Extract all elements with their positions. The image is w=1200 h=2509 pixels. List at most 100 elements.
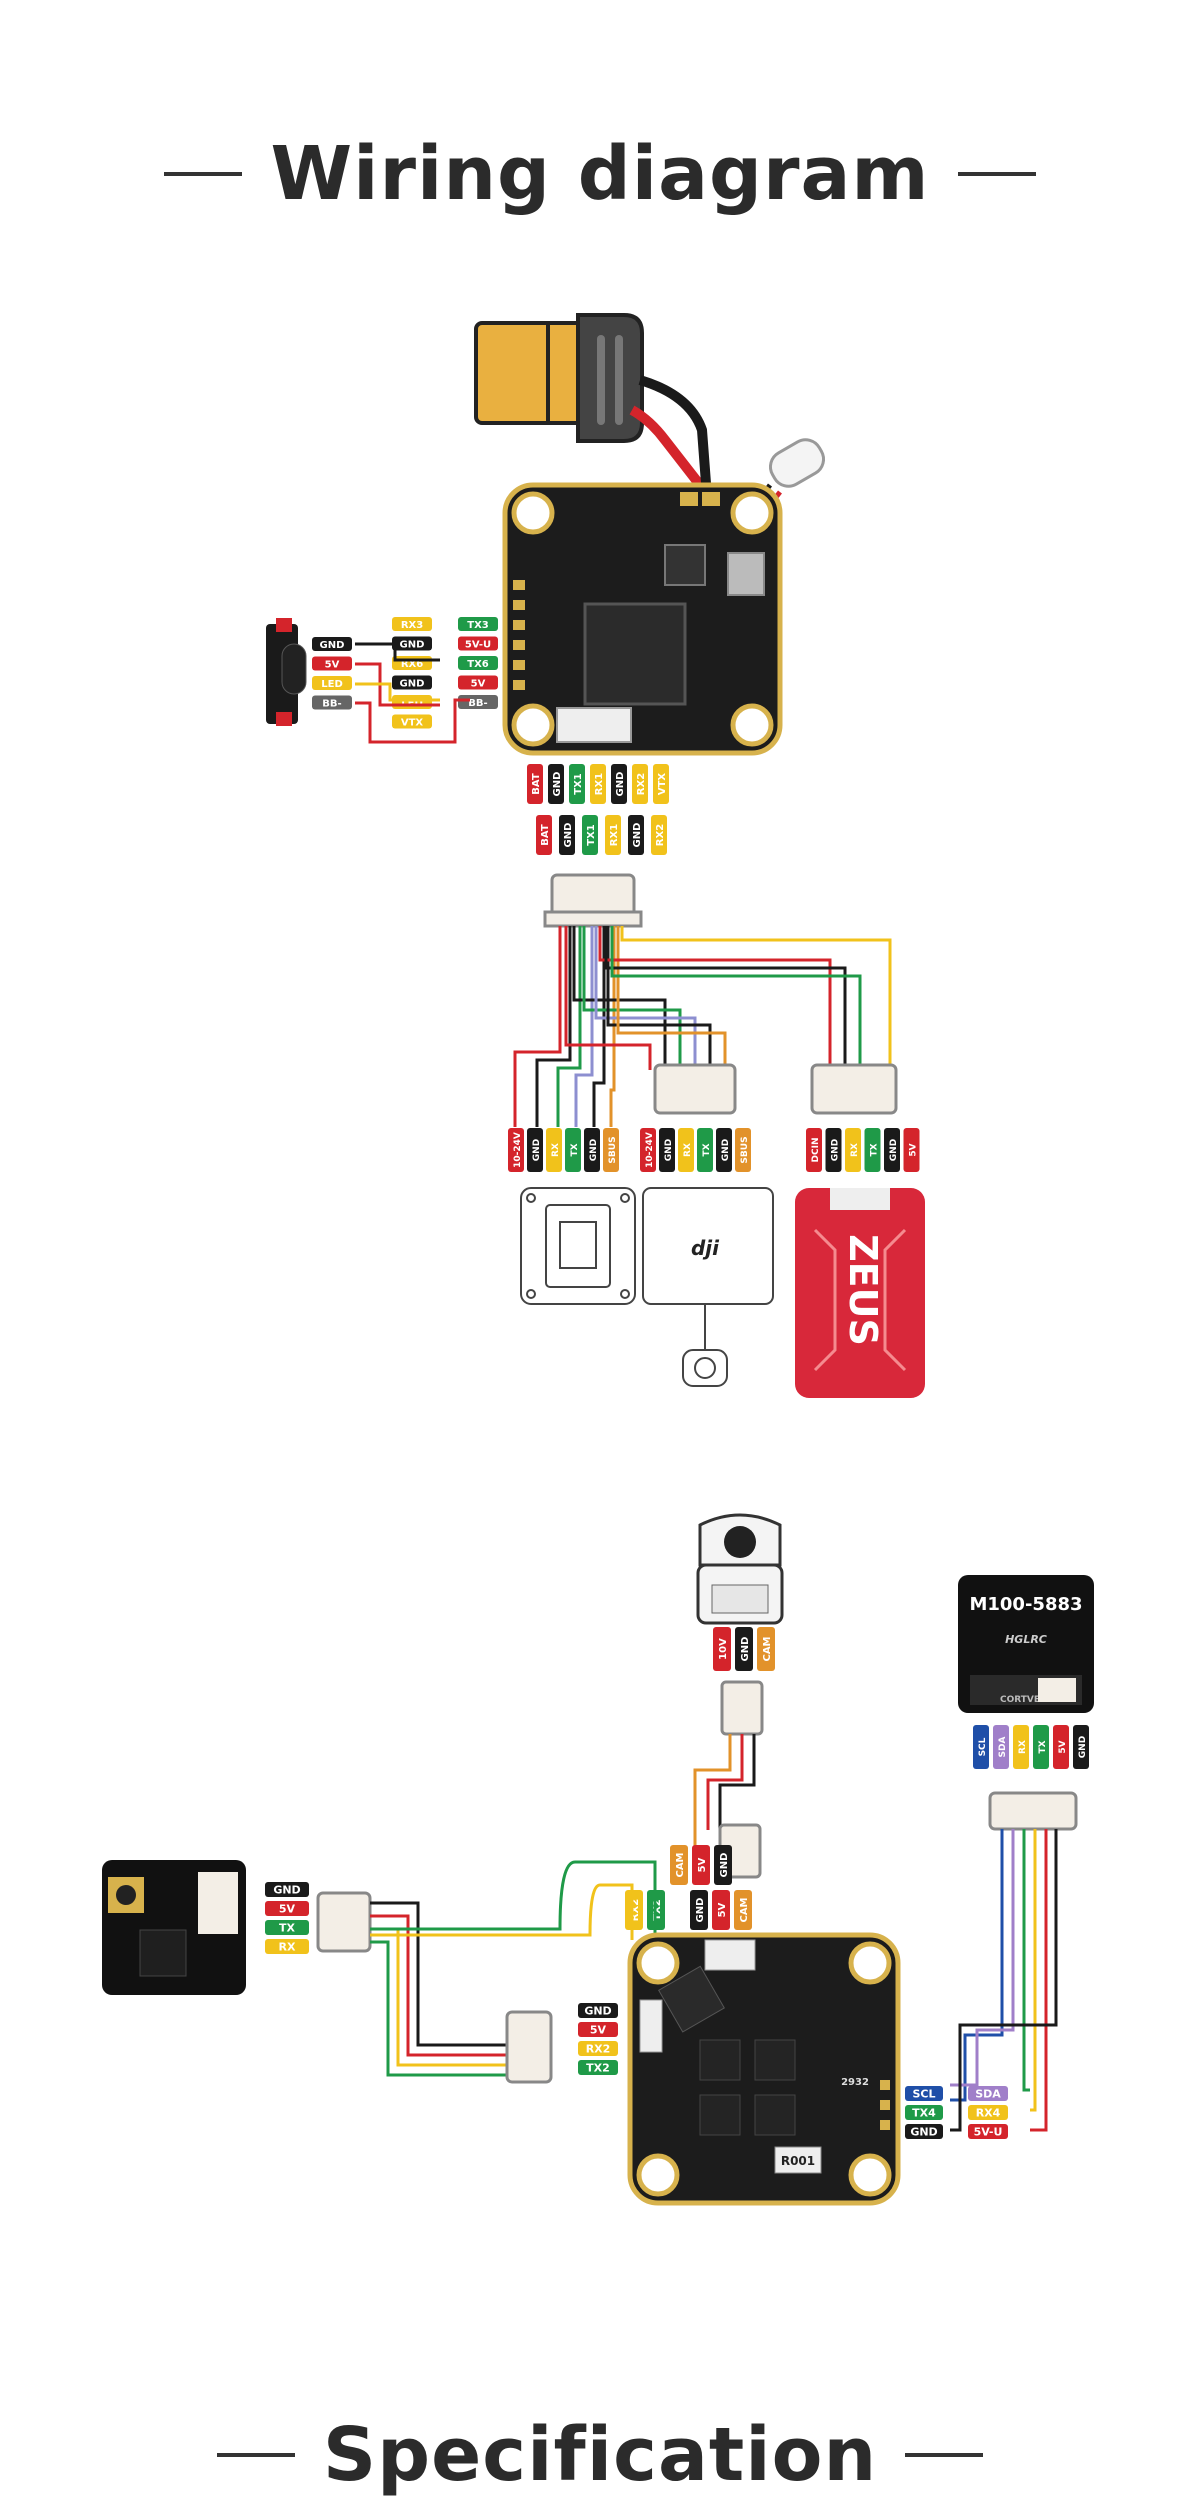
zeus-label: ZEUS [841, 1234, 885, 1346]
svg-text:RX3: RX3 [401, 620, 423, 631]
svg-text:5V: 5V [909, 1143, 919, 1156]
svg-text:10V: 10V [718, 1638, 729, 1660]
svg-text:TX: TX [870, 1143, 880, 1156]
svg-text:RX2: RX2 [586, 2043, 611, 2056]
svg-text:TX3: TX3 [467, 620, 489, 631]
pin-tag-10v: 10V [713, 1627, 731, 1671]
gps-connector [988, 1791, 1078, 1831]
vtx-air-unit-outline [520, 1187, 636, 1305]
heading-rule-right [957, 172, 1036, 176]
svg-text:10-24V: 10-24V [645, 1132, 655, 1168]
svg-text:TX: TX [570, 1143, 580, 1156]
zeus-vtx-unit: ZEUS [795, 1188, 925, 1398]
svg-text:5V-U: 5V-U [465, 640, 491, 651]
pin-tag-10-24v: 10-24V [508, 1128, 524, 1172]
pin-tag-5v: 5V [312, 656, 352, 671]
pin-tag-sda: SDA [993, 1725, 1009, 1769]
pin-tag-rx2: RX2 [632, 764, 648, 804]
svg-text:GND: GND [632, 823, 643, 848]
receiver-connector [316, 1891, 372, 1953]
svg-text:RX: RX [551, 1143, 561, 1157]
pin-tag-5v: 5V [458, 675, 498, 690]
svg-text:SCL: SCL [978, 1737, 988, 1756]
pin-tag-tx3: TX3 [458, 617, 498, 631]
pin-tag-led: LED [312, 676, 352, 690]
gps-module: M100-5883 HGLRC CORTVE [958, 1575, 1094, 1713]
pin-tag-rx4: RX4 [968, 2105, 1008, 2120]
jst-connector-vtx3 [810, 1063, 898, 1115]
svg-text:BAT: BAT [531, 773, 542, 795]
jst-connector-vtx2 [653, 1063, 737, 1115]
svg-text:5V: 5V [590, 2024, 607, 2037]
pin-tag-vtx: VTX [653, 764, 669, 804]
pin-tag-scl: SCL [905, 2086, 943, 2101]
pin-tag-gnd: GND [548, 764, 564, 804]
pin-tag-rx2: RX2 [578, 2041, 618, 2056]
svg-text:BB-: BB- [322, 699, 341, 710]
svg-text:GND: GND [400, 679, 425, 690]
pin-tag-tx1: TX1 [569, 764, 585, 804]
pin-tag-gnd: GND [884, 1128, 900, 1172]
svg-text:SBUS: SBUS [740, 1136, 750, 1163]
pin-tag-tx: TX [565, 1128, 581, 1172]
gps-wires [950, 1829, 1058, 2132]
svg-text:TX1: TX1 [573, 773, 584, 795]
flight-controller-2: R001 2932 [627, 1932, 901, 2206]
wiring-title: Wiring diagram [270, 131, 930, 217]
pin-tag-gnd: GND [716, 1128, 732, 1172]
pin-tag-gnd: GND [312, 637, 352, 651]
pin-tag-rx1: RX1 [605, 815, 621, 855]
svg-text:GND: GND [695, 1898, 706, 1923]
pin-tag-rx: RX [1013, 1725, 1029, 1769]
svg-text:RX4: RX4 [976, 2107, 1001, 2120]
pin-tag-tx4: TX4 [905, 2105, 943, 2120]
svg-text:CAM: CAM [675, 1852, 686, 1877]
svg-text:GND: GND [910, 2126, 937, 2139]
pin-tag-10-24v: 10-24V [640, 1128, 656, 1172]
svg-text:GND: GND [831, 1139, 841, 1161]
receiver-wires [370, 1860, 657, 2077]
pin-tag-gnd: GND [659, 1128, 675, 1172]
svg-text:GND: GND [589, 1139, 599, 1161]
svg-text:DCIN: DCIN [811, 1138, 821, 1163]
svg-text:LED: LED [321, 679, 343, 690]
pin-tag-cam: CAM [757, 1627, 775, 1671]
pin-tag-led: LED [392, 695, 432, 709]
svg-text:GND: GND [552, 772, 563, 797]
svg-text:GND: GND [889, 1139, 899, 1161]
svg-text:5V: 5V [471, 679, 486, 690]
pin-tag-gnd: GND [584, 1128, 600, 1172]
svg-text:TX1: TX1 [586, 824, 597, 846]
svg-text:TX6: TX6 [467, 659, 489, 670]
svg-text:RX: RX [850, 1143, 860, 1157]
fc2-right-outer-labels: SDA RX4 5V-U [968, 2086, 1008, 2139]
pin-tag-gnd: GND [1073, 1725, 1089, 1769]
pin-tag-gnd: GND [265, 1882, 309, 1897]
svg-text:5V: 5V [279, 1903, 296, 1916]
svg-text:5V-U: 5V-U [974, 2126, 1003, 2139]
pin-tag-5v: 5V [265, 1901, 309, 1916]
buzzer-pin-labels: GND 5V LED BB- [312, 637, 352, 710]
camera-connector [720, 1680, 764, 1736]
svg-text:TX4: TX4 [912, 2107, 936, 2120]
pin-tag-rx6: RX6 [392, 656, 432, 670]
pin-tag-5v: 5V [692, 1845, 710, 1885]
pin-tag-5v-u: 5V-U [458, 636, 498, 651]
svg-text:RX: RX [1018, 1740, 1028, 1754]
pin-tag-bat: BAT [536, 815, 552, 855]
svg-text:GND: GND [563, 823, 574, 848]
svg-text:RX2: RX2 [636, 773, 647, 795]
pin-tag-rx: RX [678, 1128, 694, 1172]
svg-text:GND: GND [273, 1884, 300, 1897]
pin-tag-tx: TX [864, 1128, 881, 1172]
flight-controller-1 [502, 482, 783, 756]
svg-text:SDA: SDA [975, 2088, 1001, 2101]
